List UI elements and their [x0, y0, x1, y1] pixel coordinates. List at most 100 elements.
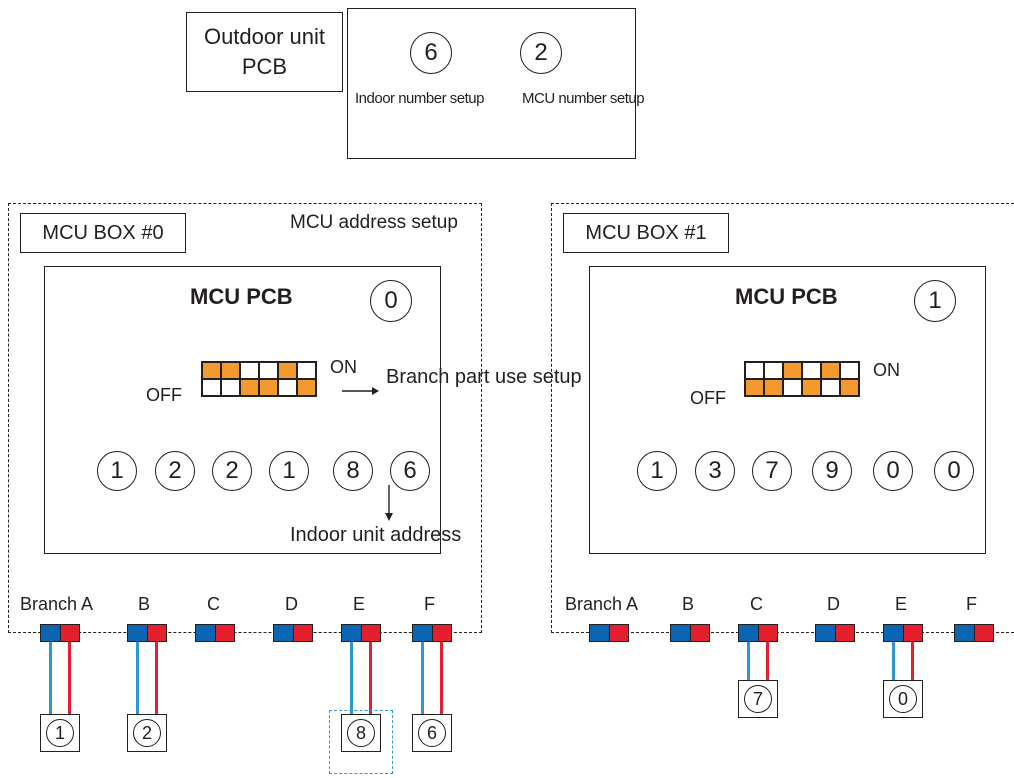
- pipe-port-red: [758, 625, 777, 641]
- pipe-port-blue: [196, 625, 216, 641]
- outdoor-pcb-label-line1: Outdoor unit: [203, 24, 326, 49]
- branch-connector-3[interactable]: [738, 624, 778, 642]
- indoor-unit-f[interactable]: 6: [412, 714, 452, 752]
- dip-cell-top-5: [278, 362, 297, 379]
- pipe-port-red: [974, 625, 993, 641]
- indoor-unit-address-label: Indoor unit address: [290, 524, 462, 546]
- branch-connector-2[interactable]: [127, 624, 167, 642]
- mcu-0-dip-switch[interactable]: [201, 361, 317, 397]
- outdoor-unit-pcb-box: Outdoor unit PCB: [186, 12, 343, 92]
- indoor-number-setup-label: Indoor number setup: [355, 90, 484, 107]
- pipe-port-red: [215, 625, 234, 641]
- indoor-unit-number: 2: [133, 719, 161, 747]
- pipe-port-blue: [955, 625, 975, 641]
- branch-connector-1[interactable]: [589, 624, 629, 642]
- dip-cell-bottom-6: [840, 379, 859, 396]
- branch-label-1: Branch A: [565, 594, 639, 614]
- branch-label-2: B: [138, 594, 151, 614]
- highlight-frame: [329, 710, 393, 774]
- indoor-unit-number: 0: [889, 685, 917, 713]
- branch-label-5: E: [895, 594, 908, 614]
- branch-connector-1[interactable]: [40, 624, 80, 642]
- dip-cell-top-2: [764, 362, 783, 379]
- branch-label-4: D: [285, 594, 298, 614]
- address-digit-2: 2: [155, 451, 195, 491]
- pipe-red: [369, 642, 372, 714]
- address-digit-4: 9: [812, 451, 852, 491]
- pipe-port-red: [609, 625, 628, 641]
- pipe-red: [440, 642, 443, 714]
- pipe-port-red: [432, 625, 451, 641]
- address-digit-5: 8: [333, 451, 373, 491]
- pipe-port-blue: [816, 625, 836, 641]
- dip-cell-bottom-1: [745, 379, 764, 396]
- branch-connector-4[interactable]: [273, 624, 313, 642]
- pipe-port-red: [690, 625, 709, 641]
- pipe-red: [68, 642, 71, 714]
- pipe-port-blue: [128, 625, 148, 641]
- dip-cell-top-3: [783, 362, 802, 379]
- mcu-1-dip-switch[interactable]: [744, 361, 860, 397]
- pipe-port-blue: [739, 625, 759, 641]
- branch-label-5: E: [353, 594, 366, 614]
- pipe-port-red: [60, 625, 79, 641]
- pipe-port-blue: [671, 625, 691, 641]
- mcu-box-0-title: MCU BOX #0: [42, 221, 164, 244]
- address-digit-5: 0: [873, 451, 913, 491]
- mcu-address-setup-label: MCU address setup: [290, 212, 458, 233]
- branch-label-3: C: [750, 594, 763, 614]
- indoor-unit-number: 1: [46, 719, 74, 747]
- pipe-port-blue: [274, 625, 294, 641]
- dip-cell-bottom-5: [278, 379, 297, 396]
- pipe-blue: [136, 642, 139, 714]
- address-digit-1: 1: [637, 451, 677, 491]
- branch-connector-6[interactable]: [412, 624, 452, 642]
- branch-connector-5[interactable]: [341, 624, 381, 642]
- pipe-port-blue: [590, 625, 610, 641]
- pipe-blue: [421, 642, 424, 714]
- dip-cell-bottom-2: [764, 379, 783, 396]
- branch-label-4: D: [827, 594, 840, 614]
- indoor-unit-e[interactable]: 8: [341, 714, 381, 752]
- indoor-unit-b[interactable]: 2: [127, 714, 167, 752]
- dip-cell-bottom-4: [259, 379, 278, 396]
- mcu-box-1-title: MCU BOX #1: [585, 221, 707, 244]
- dip-cell-top-4: [802, 362, 821, 379]
- pipe-port-blue: [884, 625, 904, 641]
- mcu-1-dip-off-label: OFF: [690, 388, 726, 408]
- pipe-blue: [49, 642, 52, 714]
- pipe-port-red: [903, 625, 922, 641]
- pipe-red: [766, 642, 769, 680]
- pipe-blue: [892, 642, 895, 680]
- branch-label-6: F: [424, 594, 435, 614]
- dip-cell-top-2: [221, 362, 240, 379]
- branch-connector-2[interactable]: [670, 624, 710, 642]
- pipe-blue: [350, 642, 353, 714]
- dip-cell-bottom-5: [821, 379, 840, 396]
- dip-cell-top-3: [240, 362, 259, 379]
- branch-connector-3[interactable]: [195, 624, 235, 642]
- mcu-1-address-display: 1: [914, 280, 956, 322]
- mcu-box-1-outline: [551, 203, 1014, 633]
- pipe-red: [911, 642, 914, 680]
- mcu-0-dip-off-label: OFF: [146, 385, 182, 405]
- branch-connector-6[interactable]: [954, 624, 994, 642]
- mcu-1-pcb-label: MCU PCB: [735, 284, 838, 309]
- mcu-box-1-bottom-dash: [551, 632, 1014, 633]
- mcu-box-1-title-box: MCU BOX #1: [563, 213, 729, 253]
- address-digit-6: 6: [390, 451, 430, 491]
- branch-connector-4[interactable]: [815, 624, 855, 642]
- indoor-number-display: 6: [410, 32, 452, 74]
- pipe-port-red: [361, 625, 380, 641]
- indoor-unit-c[interactable]: 7: [738, 680, 778, 718]
- pipe-port-red: [293, 625, 312, 641]
- branch-connector-5[interactable]: [883, 624, 923, 642]
- pipe-port-red: [147, 625, 166, 641]
- indoor-unit-e[interactable]: 0: [883, 680, 923, 718]
- address-digit-3: 7: [752, 451, 792, 491]
- indoor-unit-a[interactable]: 1: [40, 714, 80, 752]
- mcu-0-pcb-label: MCU PCB: [190, 284, 293, 309]
- mcu-box-0-title-box: MCU BOX #0: [20, 213, 186, 253]
- dip-cell-bottom-3: [240, 379, 259, 396]
- mcu-box-0-outline: [8, 203, 482, 633]
